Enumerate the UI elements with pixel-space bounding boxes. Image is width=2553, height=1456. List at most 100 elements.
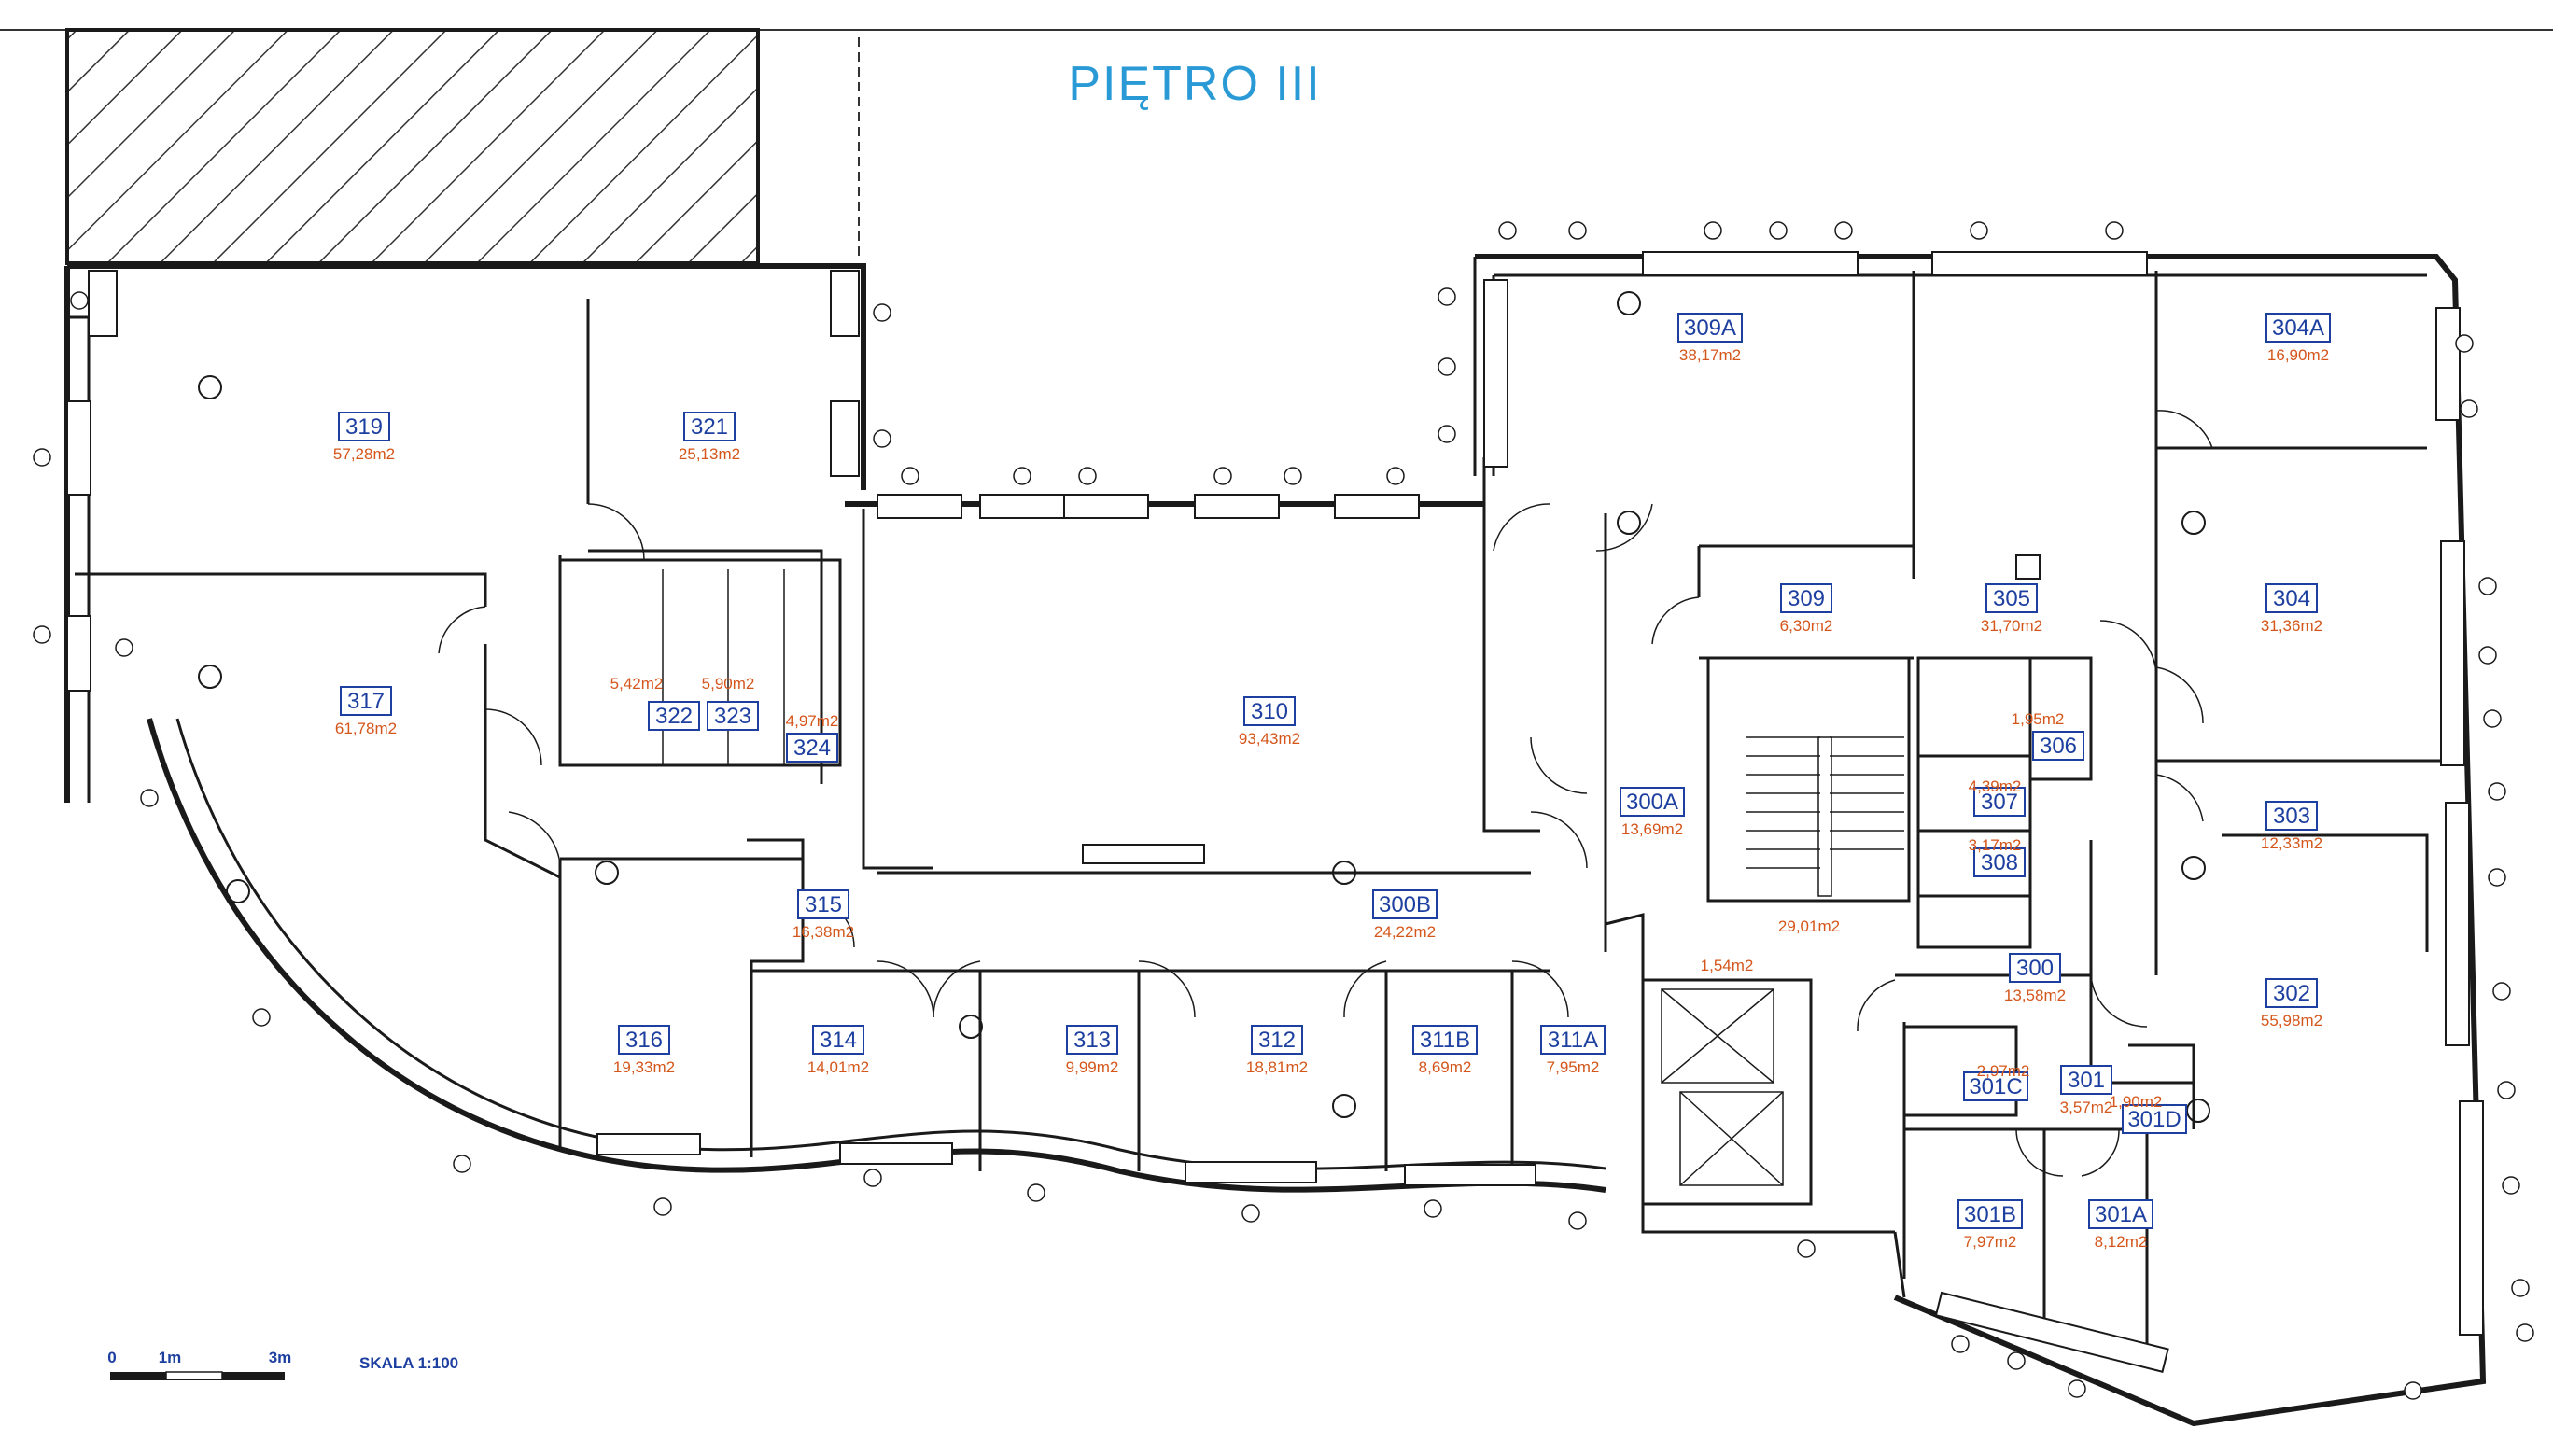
door-swings [438,410,2213,1177]
room-304: 304 31,36m2 [2261,583,2322,635]
room-area: 2,97m2 [1977,1062,2030,1080]
room-number: 321 [691,414,728,440]
room-304a: 304A 16,90m2 [2265,313,2331,364]
room-number: 313 [1073,1028,1111,1053]
room-number-box [812,1025,864,1055]
scale-label: SKALA 1:100 [359,1354,458,1372]
room-number-box [1973,847,2026,877]
room-area: 24,22m2 [1374,923,1436,941]
room-number: 309A [1684,315,1736,341]
room-number: 322 [655,704,693,729]
room-number: 301D [2127,1107,2181,1132]
room-number: 300B [1379,892,1431,917]
section-markers [33,221,2534,1400]
room-area: 16,90m2 [2267,346,2329,364]
room-area: 8,69m2 [1419,1058,1472,1076]
room-area: 31,36m2 [2261,617,2322,635]
room-number-box [338,412,390,441]
room-number: 301A [2095,1202,2147,1227]
room-number: 323 [714,704,751,729]
floor-title: PIĘTRO III [1068,57,1322,111]
room-number-box [1780,583,1832,613]
room-number-box [1251,1025,1303,1055]
scale-tick-0: 0 [107,1349,116,1366]
room-number: 300 [2016,956,2054,981]
room-number-box [707,701,759,731]
room-area: 5,90m2 [702,675,755,693]
room-number: 301 [2068,1068,2105,1093]
area-stair: 29,01m2 [1778,917,1840,935]
room-301: 301 3,57m2 [2060,1065,2113,1116]
scale-bar: 0 1m 3m SKALA 1:100 [107,1349,458,1380]
room-number-box [2265,801,2318,831]
room-number-box [340,686,392,716]
room-number-box [1963,1071,2028,1101]
room-number-box [2032,731,2084,761]
room-number: 309 [1788,586,1825,611]
hatched-area [65,28,760,265]
room-number: 304A [2272,315,2324,341]
columns [198,291,2210,1123]
room-number: 304 [2273,586,2310,611]
room-area: 18,81m2 [1246,1058,1308,1076]
room-area: 6,30m2 [1780,617,1833,635]
room-number-box [683,412,736,441]
room-area: 1,95m2 [2012,710,2065,728]
room-number-box [1540,1025,1606,1055]
room-number: 300A [1626,790,1678,815]
room-number: 324 [793,735,831,761]
room-number: 307 [1981,790,2018,815]
room-area: 1,90m2 [2110,1093,2163,1111]
room-area: 4,39m2 [1969,777,2022,795]
room-area: 55,98m2 [2261,1012,2322,1029]
room-number: 308 [1981,850,2018,875]
stair-treads [1746,736,1904,897]
room-area: 25,13m2 [679,445,740,463]
room-315: 315 16,38m2 [793,889,854,941]
room-311b: 311B 8,69m2 [1412,1025,1478,1076]
room-number-box [1372,889,1438,919]
room-number-box [797,889,849,919]
room-area: 13,69m2 [1621,820,1683,838]
room-area: 7,95m2 [1547,1058,1600,1076]
room-number: 314 [820,1028,857,1053]
room-number: 311B [1420,1028,1470,1053]
room-number-box [2060,1065,2112,1095]
room-number: 315 [805,892,842,917]
room-number-box [1620,787,1685,817]
room-area: 57,28m2 [333,445,395,463]
room-number-box [1243,696,1296,726]
room-area: 14,01m2 [807,1058,869,1076]
room-area: 12,33m2 [2261,834,2322,852]
room-area: 3,57m2 [2060,1099,2113,1116]
room-area: 3,17m2 [1969,836,2022,854]
room-area: 61,78m2 [335,720,397,737]
room-300a: 300A 13,69m2 [1620,787,1685,838]
room-number-box [1412,1025,1478,1055]
room-area: 31,70m2 [1981,617,2042,635]
room-number-box [2265,978,2318,1008]
room-321: 321 25,13m2 [679,412,740,463]
room-number: 310 [1251,699,1288,724]
room-area: 19,33m2 [613,1058,675,1076]
room-number-box [2088,1199,2153,1229]
room-area: 5,42m2 [610,675,664,693]
room-number-box [2122,1104,2187,1134]
room-area: 16,38m2 [793,923,854,941]
room-number-box [1677,313,1743,343]
